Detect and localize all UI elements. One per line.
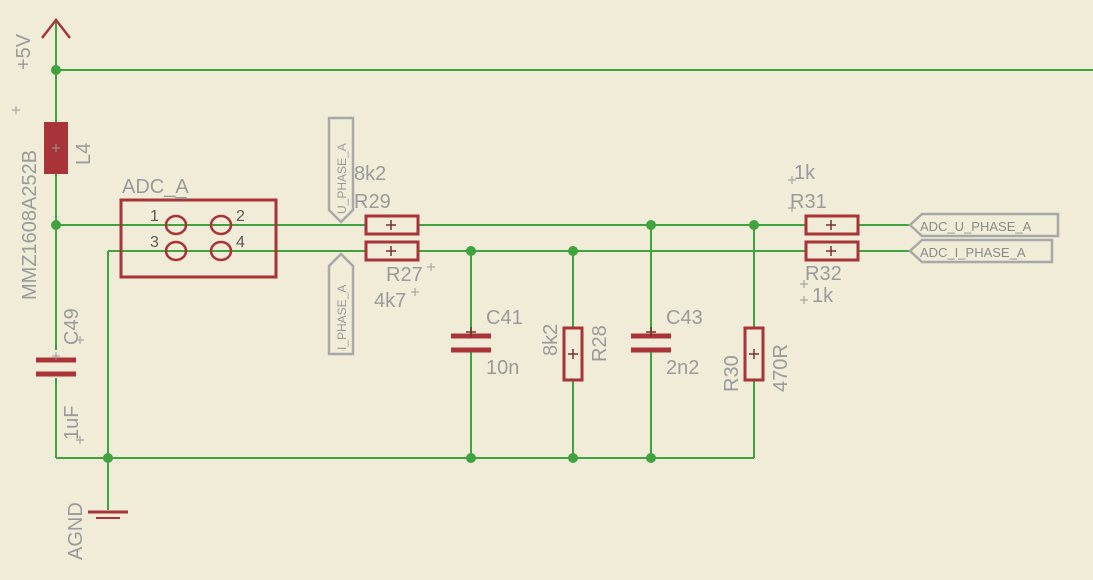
junction-gnd-agnd xyxy=(103,453,113,463)
inductor-name-mark xyxy=(12,106,20,114)
c41-name: C41 xyxy=(486,307,523,329)
c49-value-mark xyxy=(76,436,84,444)
junction-c43-bottom xyxy=(646,453,656,463)
supply-arrow-icon xyxy=(41,17,71,39)
i-phase-flag-text: I_PHASE_A xyxy=(335,285,349,350)
c41-origin-mark xyxy=(466,327,476,337)
c41-value: 10n xyxy=(486,357,519,379)
c43-name: C43 xyxy=(666,307,703,329)
r27-origin-mark xyxy=(386,246,396,256)
u-phase-flag-text: U_PHASE_A xyxy=(335,143,349,214)
junction-r30-top xyxy=(749,220,759,230)
connector-pin3-pad xyxy=(164,240,188,262)
i-phase-flag-outline xyxy=(327,252,355,356)
connector-pin1-label: 1 xyxy=(150,208,159,225)
connector-pin2-pad xyxy=(209,214,233,236)
r31-name: R31 xyxy=(790,191,827,213)
connector-pin3-label: 3 xyxy=(150,234,159,251)
adc-u-label-outline xyxy=(908,212,1060,238)
wires xyxy=(55,20,1093,510)
inductor-value: MMZ1608A252B xyxy=(19,150,41,300)
r28-origin-mark xyxy=(568,349,578,359)
net-label-adc-u[interactable]: ADC_U_PHASE_A xyxy=(908,212,1060,238)
r27-name-mark xyxy=(427,263,435,271)
r27-body xyxy=(364,240,420,262)
net-label-adc-i[interactable]: ADC_I_PHASE_A xyxy=(908,238,1054,264)
r32-origin-mark xyxy=(826,246,836,256)
resistor-r29[interactable]: 8k2 R29 xyxy=(354,163,420,236)
junction-node-a xyxy=(51,220,61,230)
resistor-r32[interactable]: R32 1k xyxy=(800,240,860,307)
r30-name: R30 xyxy=(721,355,743,392)
junctions xyxy=(51,65,759,463)
adc-u-label-text: ADC_U_PHASE_A xyxy=(920,219,1032,234)
c43-value: 2n2 xyxy=(666,357,699,379)
r29-name: R29 xyxy=(354,191,391,213)
inductor-l4[interactable]: L4 MMZ1608A252B xyxy=(12,106,95,300)
connector-pin1-pad xyxy=(164,214,188,236)
connector-frame xyxy=(119,198,278,279)
inductor-origin-mark xyxy=(52,144,60,152)
r28-value: 8k2 xyxy=(540,324,562,356)
r31-value-mark xyxy=(788,176,796,184)
inductor-name: L4 xyxy=(73,143,95,165)
r29-body xyxy=(364,214,420,236)
r29-value: 8k2 xyxy=(354,163,386,185)
supply-label: +5V xyxy=(13,33,35,70)
junction-c41-top xyxy=(466,246,476,256)
r29-origin-mark xyxy=(386,220,396,230)
resistor-r28[interactable]: 8k2 R28 xyxy=(540,324,611,382)
capacitor-c43[interactable]: C43 2n2 xyxy=(631,307,703,379)
connector-pin4-pad xyxy=(209,240,233,262)
r27-name: R27 xyxy=(386,264,423,286)
connector-name: ADC_A xyxy=(122,176,189,198)
r31-origin-mark xyxy=(826,220,836,230)
r28-name: R28 xyxy=(589,325,611,362)
r32-name-mark xyxy=(800,280,808,288)
supply-5v[interactable]: +5V xyxy=(13,17,71,70)
resistor-r31[interactable]: 1k R31 xyxy=(788,162,860,236)
junction-r28-bottom xyxy=(568,453,578,463)
junction-c41-bottom xyxy=(466,453,476,463)
u-phase-flag-outline xyxy=(327,116,355,224)
c49-value: 1uF xyxy=(61,406,83,440)
net-flag-i-phase[interactable]: I_PHASE_A xyxy=(327,252,355,356)
r30-body xyxy=(743,326,765,382)
ground-agnd[interactable]: AGND xyxy=(65,502,128,560)
r27-value: 4k7 xyxy=(374,290,406,312)
resistor-r30[interactable]: R30 470R xyxy=(721,326,792,392)
junction-5v xyxy=(51,65,61,75)
r31-name-mark xyxy=(788,204,796,212)
c49-origin-mark xyxy=(52,352,60,360)
adc-i-label-text: ADC_I_PHASE_A xyxy=(920,245,1026,260)
r32-name: R32 xyxy=(805,263,842,285)
ground-label: AGND xyxy=(65,502,87,560)
capacitor-c41[interactable]: C41 10n xyxy=(451,307,523,379)
capacitor-c49[interactable]: C49 1uF xyxy=(36,308,84,444)
r27-value-mark xyxy=(411,288,419,296)
net-flag-u-phase[interactable]: U_PHASE_A xyxy=(327,116,355,224)
junction-r28-top xyxy=(568,246,578,256)
r32-value: 1k xyxy=(812,285,834,307)
r32-body xyxy=(804,240,860,262)
r31-body xyxy=(804,214,860,236)
r31-value: 1k xyxy=(794,162,816,184)
connector-pin4-label: 4 xyxy=(236,234,245,251)
r28-body xyxy=(562,326,584,382)
connector-adc-a[interactable]: ADC_A 1 2 3 4 xyxy=(119,176,278,279)
connector-pin2-label: 2 xyxy=(236,208,245,225)
r32-value-mark xyxy=(800,296,808,304)
c49-name: C49 xyxy=(61,308,83,345)
c43-origin-mark xyxy=(646,327,656,337)
resistor-r27[interactable]: R27 4k7 xyxy=(364,240,435,312)
r30-value: 470R xyxy=(770,344,792,392)
adc-i-label-outline xyxy=(908,238,1054,264)
junction-c43-top xyxy=(646,220,656,230)
c49-name-mark xyxy=(76,336,84,344)
r30-origin-mark xyxy=(749,349,759,359)
